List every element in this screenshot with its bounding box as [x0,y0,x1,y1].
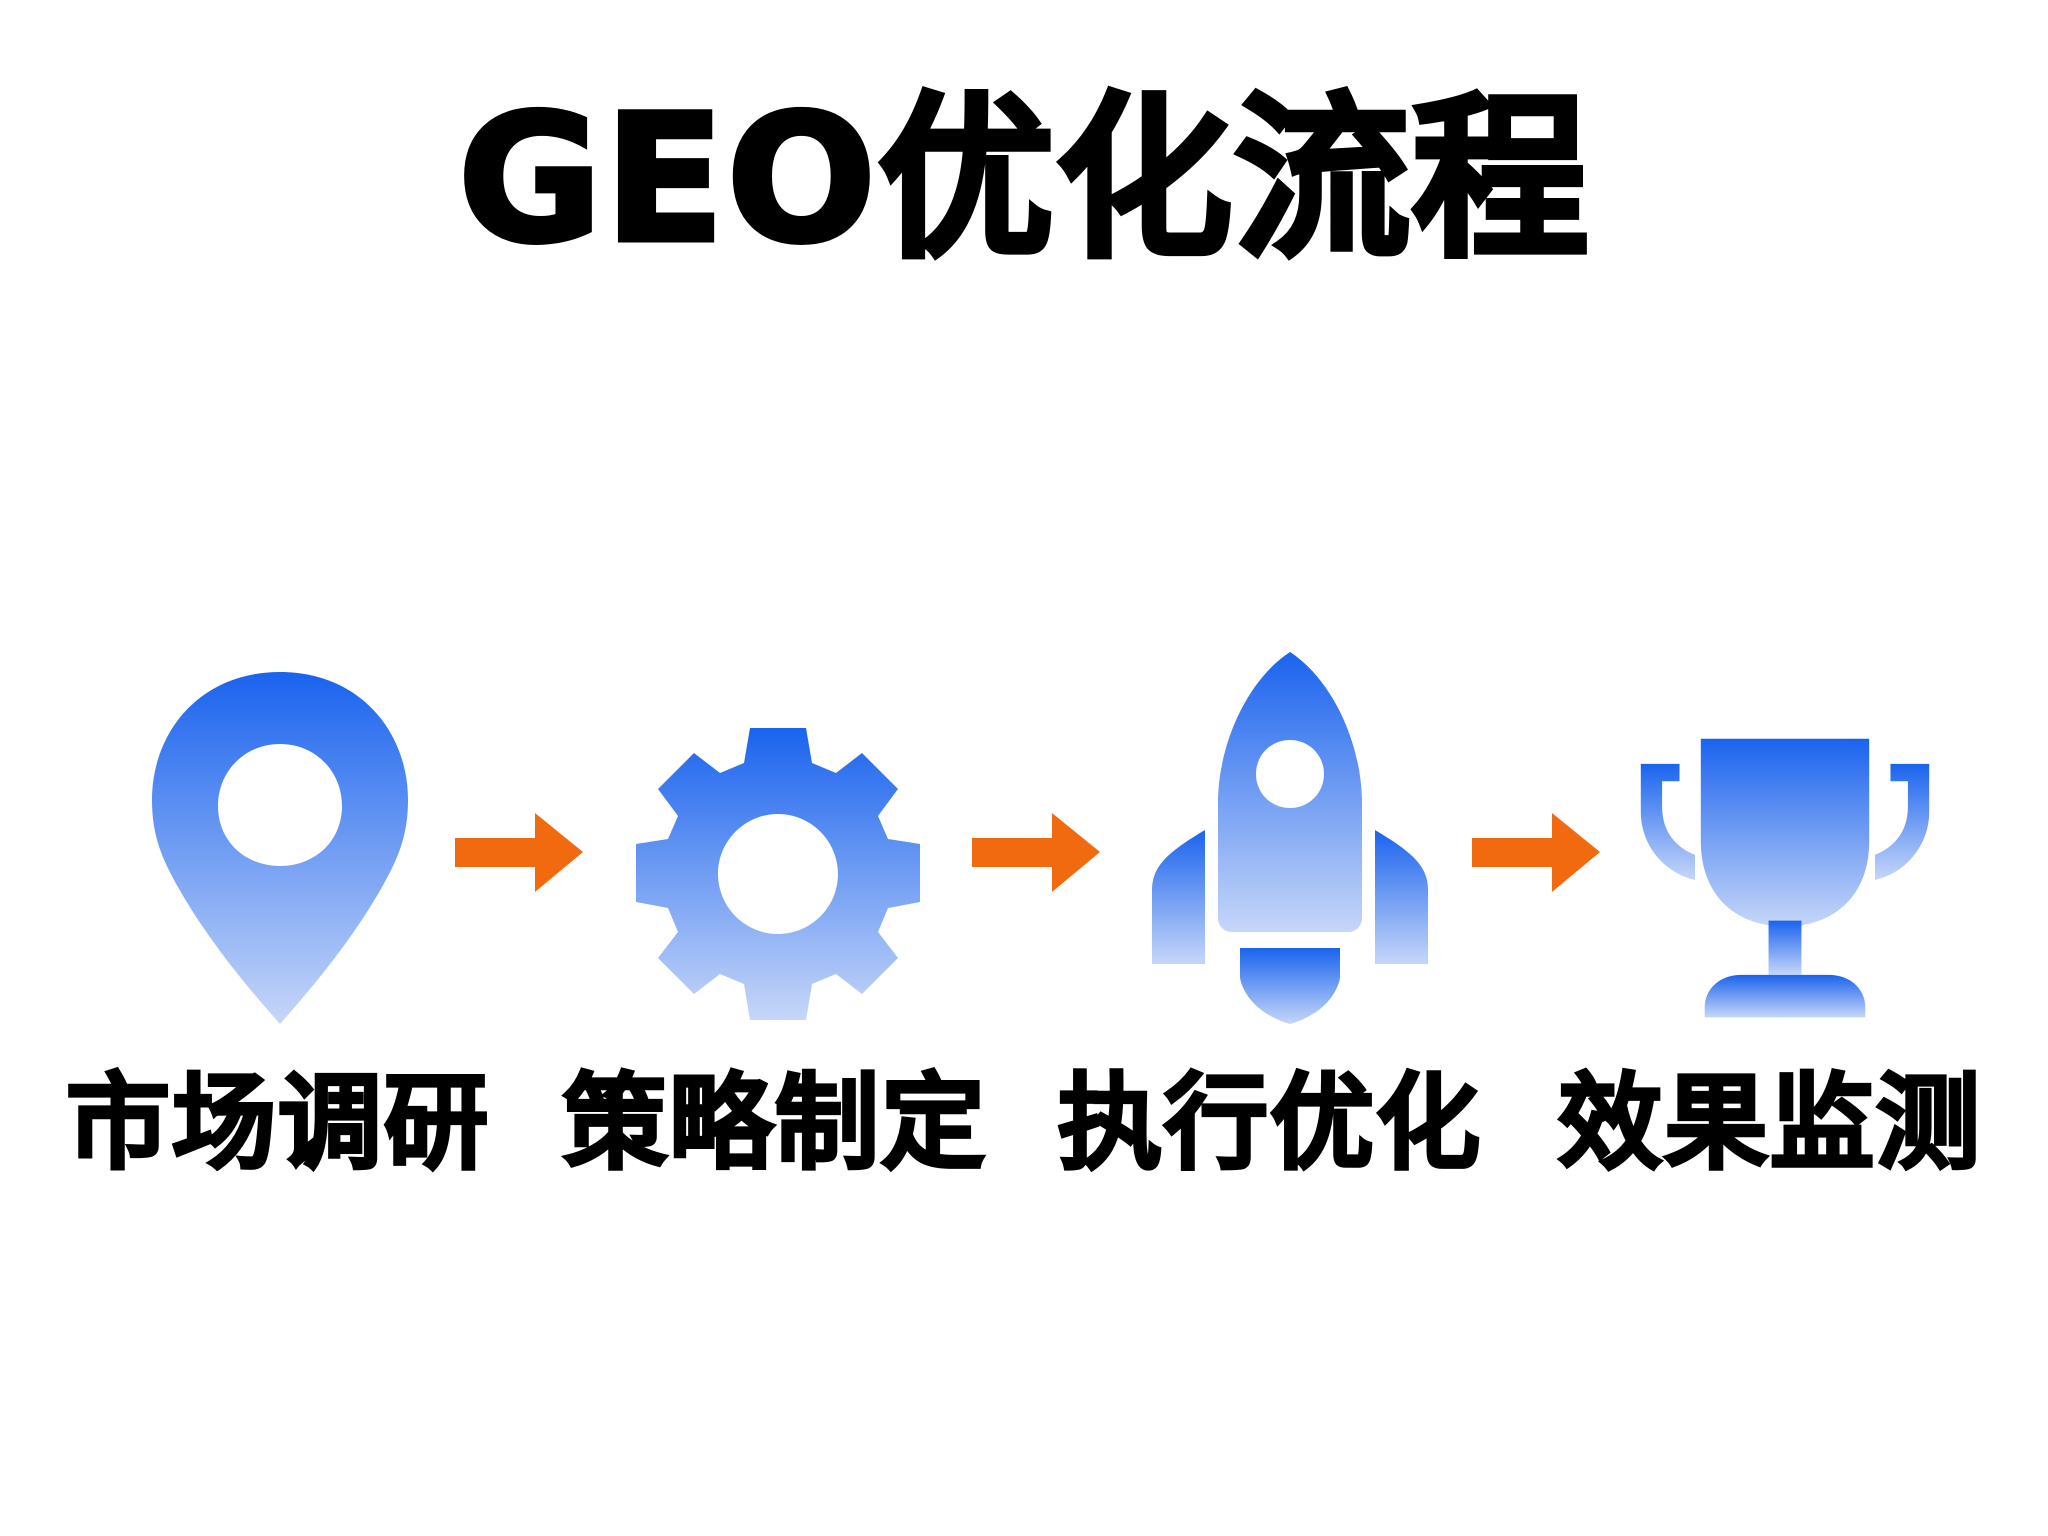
step-label: 市场调研 [64,1061,490,1186]
step-label: 效果监测 [1556,1061,1982,1186]
rocket-icon [1152,652,1428,1024]
trophy-icon [1640,738,1930,1018]
step-label: 执行优化 [1056,1061,1482,1186]
map-pin-icon [152,672,408,1024]
arrow-right-icon [1472,813,1600,892]
step-label: 策略制定 [561,1061,987,1186]
page-title: GEO优化流程 [455,77,1591,282]
gear-icon [636,728,920,1020]
arrow-right-icon [972,813,1100,892]
arrow-right-icon [455,813,583,892]
